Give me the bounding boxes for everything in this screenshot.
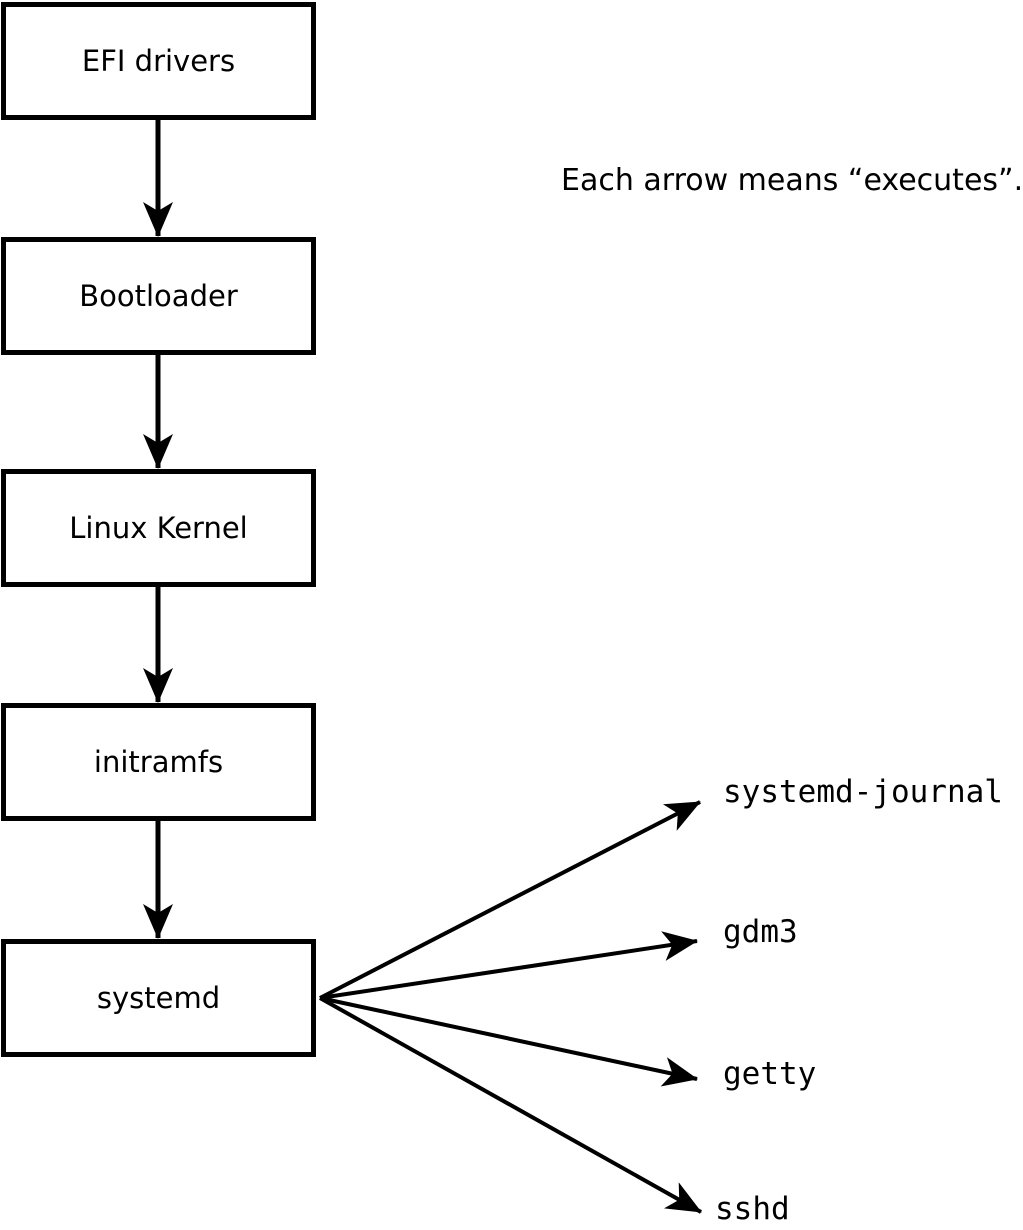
arrow-systemd-to-sshd <box>319 996 702 1214</box>
flow-box-label-efi-drivers: EFI drivers <box>81 43 236 78</box>
flow-box-linux-kernel: Linux Kernel <box>1 469 316 587</box>
target-label-getty: getty <box>723 1056 817 1092</box>
target-label-gdm3: gdm3 <box>723 914 798 950</box>
target-label-sshd: sshd <box>715 1191 790 1227</box>
flow-box-label-initramfs: initramfs <box>93 744 224 779</box>
flow-box-label-bootloader: Bootloader <box>79 278 238 313</box>
arrow-systemd-to-gdm3 <box>319 931 698 1000</box>
flow-box-efi-drivers: EFI drivers <box>1 2 316 120</box>
flow-box-systemd: systemd <box>1 939 316 1057</box>
flow-box-label-systemd: systemd <box>96 980 221 1015</box>
arrow-systemd-to-getty <box>319 996 698 1087</box>
arrow-systemd-to-systemd-journal <box>319 800 701 1000</box>
flow-box-initramfs: initramfs <box>1 703 316 821</box>
flow-box-bootloader: Bootloader <box>1 237 316 355</box>
flow-box-label-linux-kernel: Linux Kernel <box>69 510 248 545</box>
target-label-systemd-journal: systemd-journal <box>723 774 1003 810</box>
annotation-text: Each arrow means “executes”. <box>561 163 1023 198</box>
